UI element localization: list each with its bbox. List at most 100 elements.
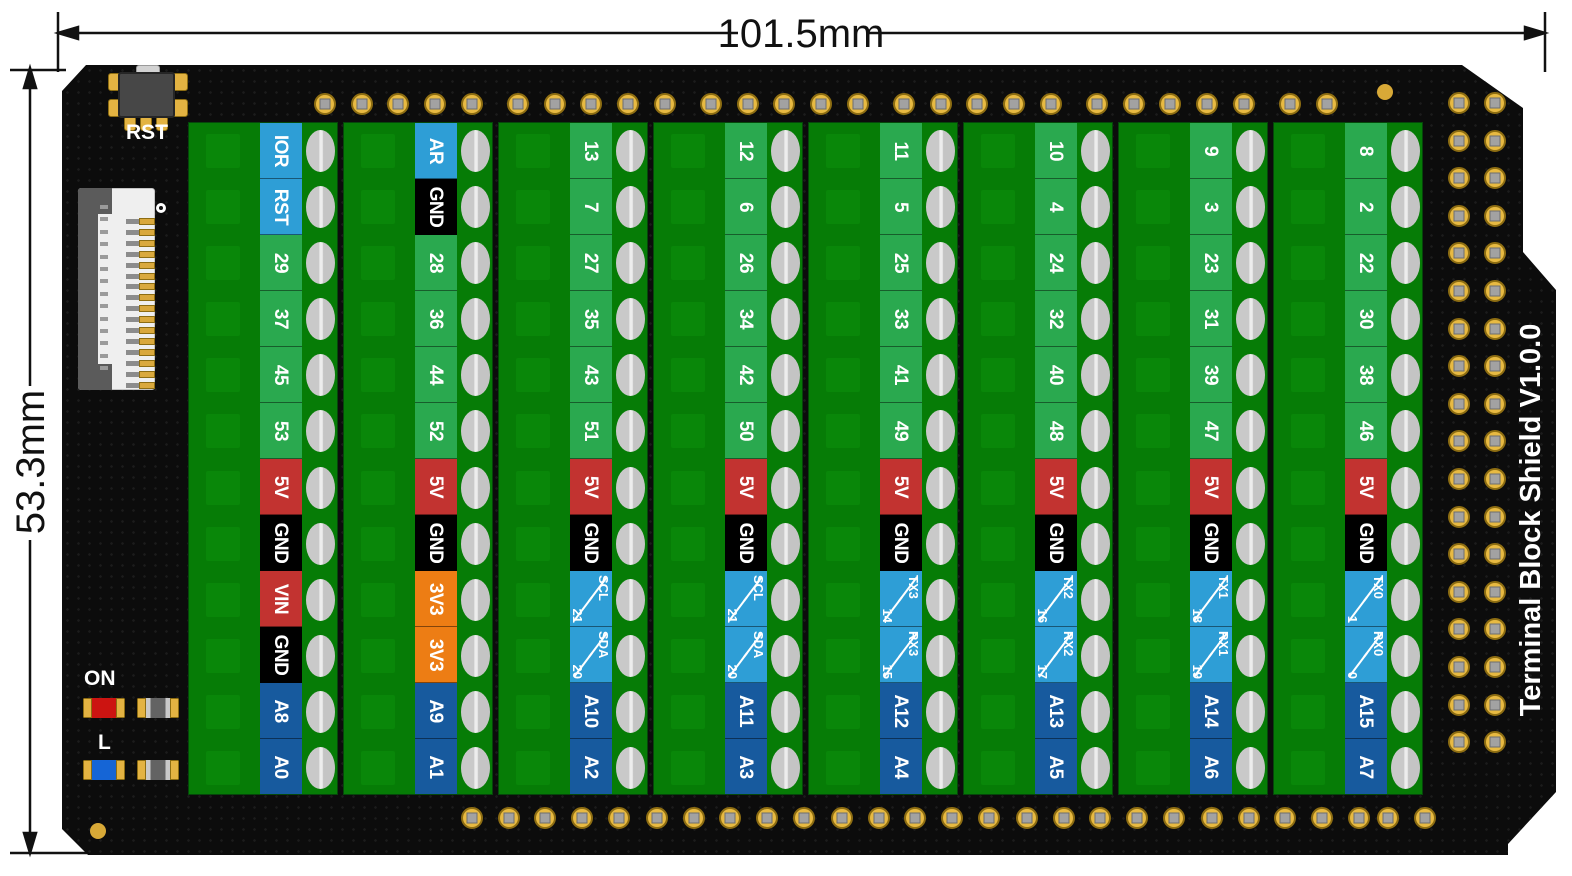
screw-terminal — [1236, 130, 1265, 172]
screw-terminal — [616, 186, 645, 229]
through-hole-pad — [1448, 543, 1470, 566]
resistor — [137, 760, 179, 780]
pin-cell-RST: RST — [260, 179, 302, 235]
pin-cell-A11: A11 — [725, 683, 767, 739]
pin-cell-GND: GND — [260, 515, 302, 571]
through-hole-pad — [1448, 280, 1470, 302]
pin-cell-GND: GND — [1345, 515, 1387, 571]
through-hole-pad — [1232, 93, 1255, 115]
pin-label: 4 — [1045, 201, 1067, 212]
ffc-pin-stub — [126, 360, 140, 366]
terminal-slot-mark — [1136, 358, 1170, 393]
through-hole-pad — [1448, 317, 1470, 340]
pad-hole — [1321, 98, 1333, 110]
pin-cell-GND: GND — [1190, 515, 1232, 571]
screw-terminal — [306, 634, 335, 677]
screw-terminal — [616, 466, 645, 509]
screw-terminal — [1391, 410, 1420, 453]
pad-hole — [1243, 812, 1255, 824]
terminal-slot-mark — [1291, 190, 1325, 225]
through-hole-pad — [1448, 392, 1470, 415]
pin-label: GND — [425, 522, 447, 563]
terminal-slot-mark — [206, 302, 240, 337]
pin-cell-AR: AR — [415, 123, 457, 179]
through-hole-pad — [1484, 580, 1506, 603]
screw-terminal — [461, 634, 490, 677]
pin-cell-28: 28 — [415, 235, 457, 291]
terminal-slot-mark — [206, 638, 240, 673]
pin-label: 10 — [1045, 140, 1067, 161]
reset-button — [118, 72, 175, 118]
screw-area — [1077, 123, 1114, 794]
pin-label: GND — [890, 522, 912, 563]
pin-cell-36: 36 — [415, 291, 457, 347]
screw-terminal — [771, 466, 800, 509]
pad-hole — [1201, 98, 1213, 110]
resistor-cap — [170, 760, 179, 780]
pin-cell-RX3: RX315 — [880, 627, 922, 683]
pin-label: A0 — [270, 754, 292, 779]
pin-label: RST — [270, 188, 292, 225]
reset-silkscreen-label: RST — [126, 121, 168, 144]
screw-terminal — [771, 410, 800, 453]
through-hole-pad — [1003, 93, 1026, 115]
screw-terminal — [616, 130, 645, 172]
ffc-pin — [139, 316, 155, 324]
pin-label: A2 — [580, 754, 602, 779]
through-hole-pad — [1484, 693, 1506, 716]
pin-cell-3V3: 3V3 — [415, 627, 457, 683]
pin-cell-5V: 5V — [880, 459, 922, 515]
screw-terminal — [1391, 466, 1420, 509]
ffc-pin-stub — [126, 219, 140, 224]
pin-cell-40: 40 — [1035, 347, 1077, 403]
pin-label: RX119 — [1190, 627, 1232, 682]
pad-hole — [1419, 812, 1431, 824]
screw-terminal — [1236, 242, 1265, 285]
screw-terminal — [1391, 578, 1420, 621]
terminal-slot-mark — [1136, 190, 1170, 225]
pad-hole — [1382, 812, 1394, 824]
pin-label: A12 — [890, 693, 912, 728]
pin-label: 5 — [890, 201, 912, 212]
screw-terminal — [1391, 354, 1420, 397]
pin-cell-11: 11 — [880, 123, 922, 179]
screw-terminal — [1391, 522, 1420, 565]
pin-label: 34 — [735, 308, 757, 329]
pad-hole — [1453, 172, 1465, 184]
pin-cell-8: 8 — [1345, 123, 1387, 179]
pad-hole — [1489, 360, 1501, 372]
pin-cell-27: 27 — [570, 235, 612, 291]
ffc-tooth — [100, 205, 108, 209]
height-dimension-label: 53.3mm — [9, 390, 53, 535]
terminal-slot-mark — [1291, 638, 1325, 673]
screw-terminal — [461, 522, 490, 565]
pin-cell-SDA: SDA20 — [570, 627, 612, 683]
terminal-slot-mark — [206, 358, 240, 393]
terminal-slot-mark — [981, 694, 1015, 729]
screw-terminal — [926, 130, 955, 172]
screw-terminal — [926, 522, 955, 565]
pin-cell-GND: GND — [880, 515, 922, 571]
screw-terminal — [1081, 130, 1110, 172]
screw-terminal — [1236, 690, 1265, 733]
pin-cell-43: 43 — [570, 347, 612, 403]
terminal-slot-mark — [206, 246, 240, 281]
through-hole-pad — [1484, 731, 1506, 754]
pad-hole — [1489, 285, 1501, 297]
terminal-slot-mark — [361, 414, 395, 449]
terminal-slot-mark — [1136, 470, 1170, 505]
pad-hole — [466, 98, 478, 110]
pad-hole — [659, 98, 671, 110]
pad-hole — [688, 812, 700, 824]
pin-label: GND — [580, 522, 602, 563]
terminal-slot-mark — [516, 638, 550, 673]
ffc-tooth — [100, 217, 108, 222]
pin-label-strip: 104243240485VGNDTX216RX217A13A5 — [1035, 123, 1077, 794]
pad-hole — [1453, 699, 1465, 711]
ffc-pin-stub — [126, 284, 140, 290]
ffc-pin-stub — [126, 251, 140, 257]
pin-label: 25 — [890, 252, 912, 273]
